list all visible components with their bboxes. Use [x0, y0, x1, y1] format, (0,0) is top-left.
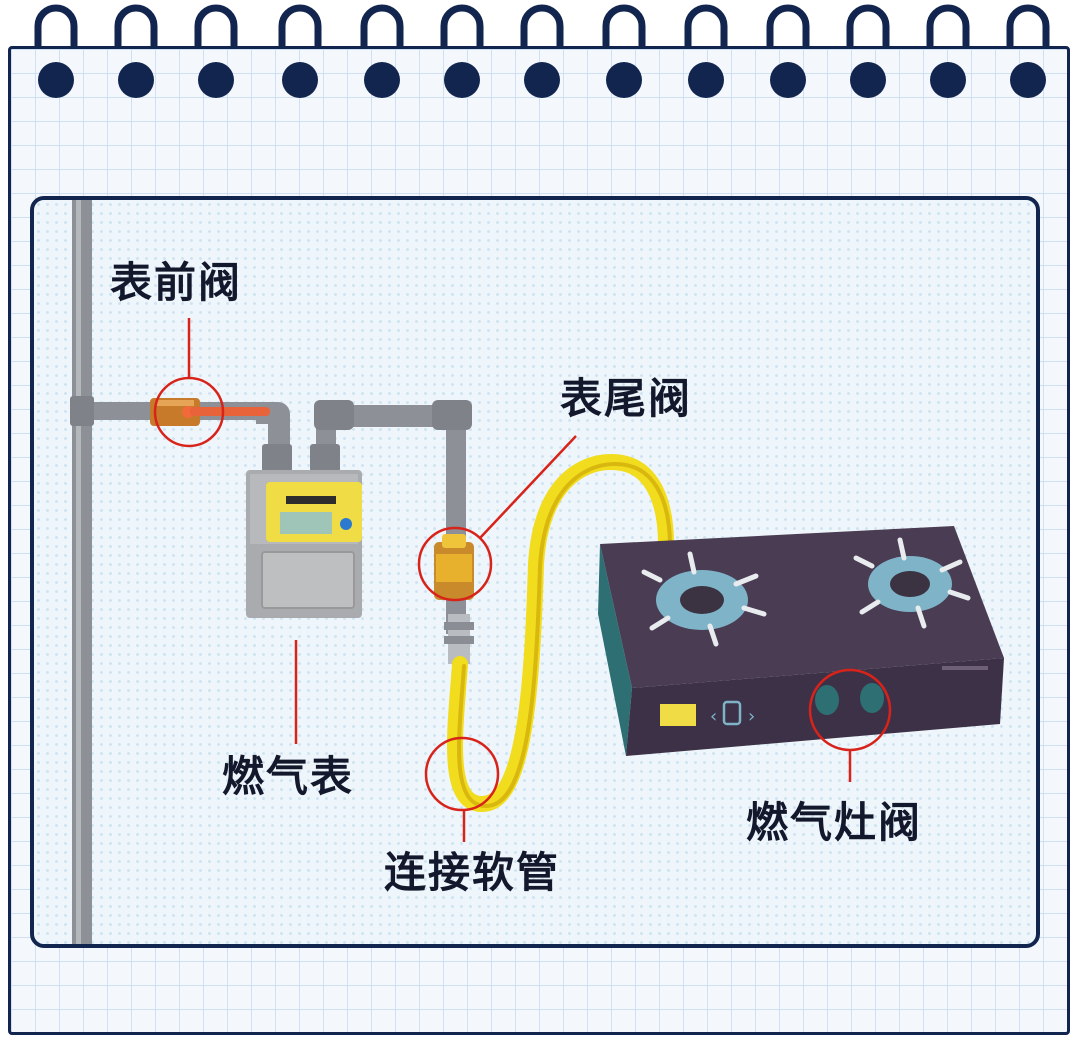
gas-meter-device — [246, 470, 362, 618]
label-pre-meter-valve: 表前阀 — [110, 258, 243, 307]
svg-text:›: › — [748, 706, 755, 727]
riser-pipe — [72, 200, 92, 944]
gas-system-illustration: ‹ › — [70, 200, 1004, 944]
label-gas-meter: 燃气表 — [222, 752, 355, 801]
stove-knob-left — [815, 685, 839, 715]
diagram-panel: ‹ › — [30, 196, 1040, 948]
meter-tail-valve-body — [434, 534, 474, 600]
pre-meter-valve-body — [150, 398, 270, 426]
label-meter-tail-valve: 表尾阀 — [560, 374, 693, 423]
label-stove-valve: 燃气灶阀 — [746, 798, 923, 847]
stove-knob-right — [860, 683, 884, 713]
svg-text:‹: ‹ — [710, 706, 717, 727]
label-connecting-hose: 连接软管 — [384, 848, 561, 897]
gas-stove-device: ‹ › — [598, 526, 1004, 756]
callout-lines — [153, 318, 892, 842]
